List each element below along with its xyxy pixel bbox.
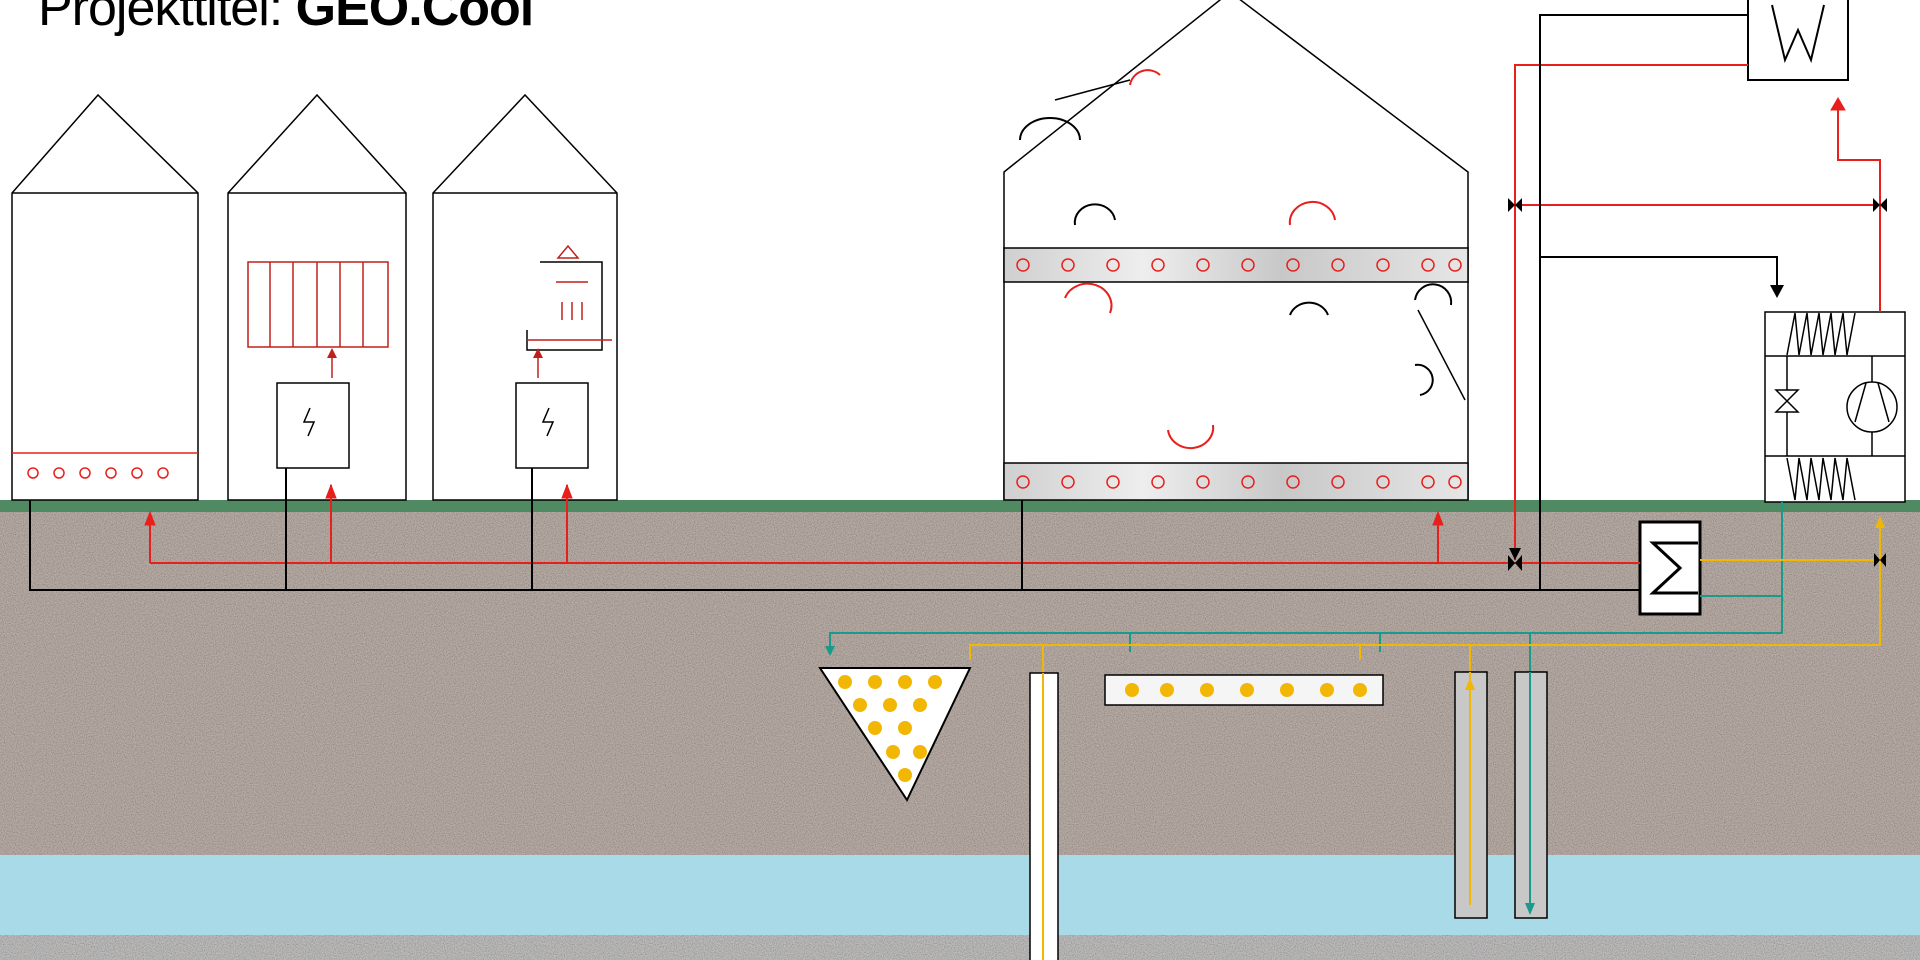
sigma-icon xyxy=(1649,541,1698,595)
radiator-icon xyxy=(247,261,389,348)
project-name: GEO.Cool xyxy=(295,0,535,37)
supply-pipe-vertical xyxy=(1514,64,1883,560)
heat-exchanger xyxy=(1638,520,1702,616)
slab-pipes xyxy=(1016,258,1462,489)
flow-arrow-icon xyxy=(1875,516,1885,528)
concrete-core-slab xyxy=(1003,462,1469,501)
house-hot-water xyxy=(432,93,618,501)
electric-icon xyxy=(541,407,555,437)
concrete-core-slab xyxy=(1003,247,1469,283)
flow-arrow-icon xyxy=(1770,285,1784,298)
house-floor-heating xyxy=(11,93,199,501)
groundwater-layer xyxy=(0,855,1920,937)
heat-pump xyxy=(1764,311,1906,503)
three-way-valve-icon xyxy=(1508,198,1887,571)
ground-layers xyxy=(0,500,1920,960)
condenser-coil-icon xyxy=(1786,312,1856,356)
project-title: Projekttitel: GEO.Cool xyxy=(38,0,535,38)
expansion-valve-icon xyxy=(1774,389,1800,413)
office-building xyxy=(1003,0,1469,501)
airflow-arrows xyxy=(1019,69,1453,450)
grass-strip xyxy=(0,500,1920,512)
pipe-network xyxy=(29,14,1887,960)
flow-arrow-icon xyxy=(144,97,1846,526)
return-pipe xyxy=(29,14,1778,591)
ground-collectors xyxy=(818,667,1548,960)
heat-source-box xyxy=(1747,0,1849,81)
rock-layer xyxy=(0,935,1920,960)
electric-icon xyxy=(302,407,316,437)
flow-arrow-icon xyxy=(825,646,835,656)
evaporator-coil-icon xyxy=(1786,457,1856,501)
floor-heating-pipes xyxy=(27,467,169,479)
title-label: Projekttitel: xyxy=(38,0,283,37)
supply-pipe xyxy=(149,485,1640,564)
ground-loop-return-pipe xyxy=(829,502,1783,905)
house-radiator xyxy=(227,93,407,501)
compressor-icon xyxy=(1846,381,1898,433)
